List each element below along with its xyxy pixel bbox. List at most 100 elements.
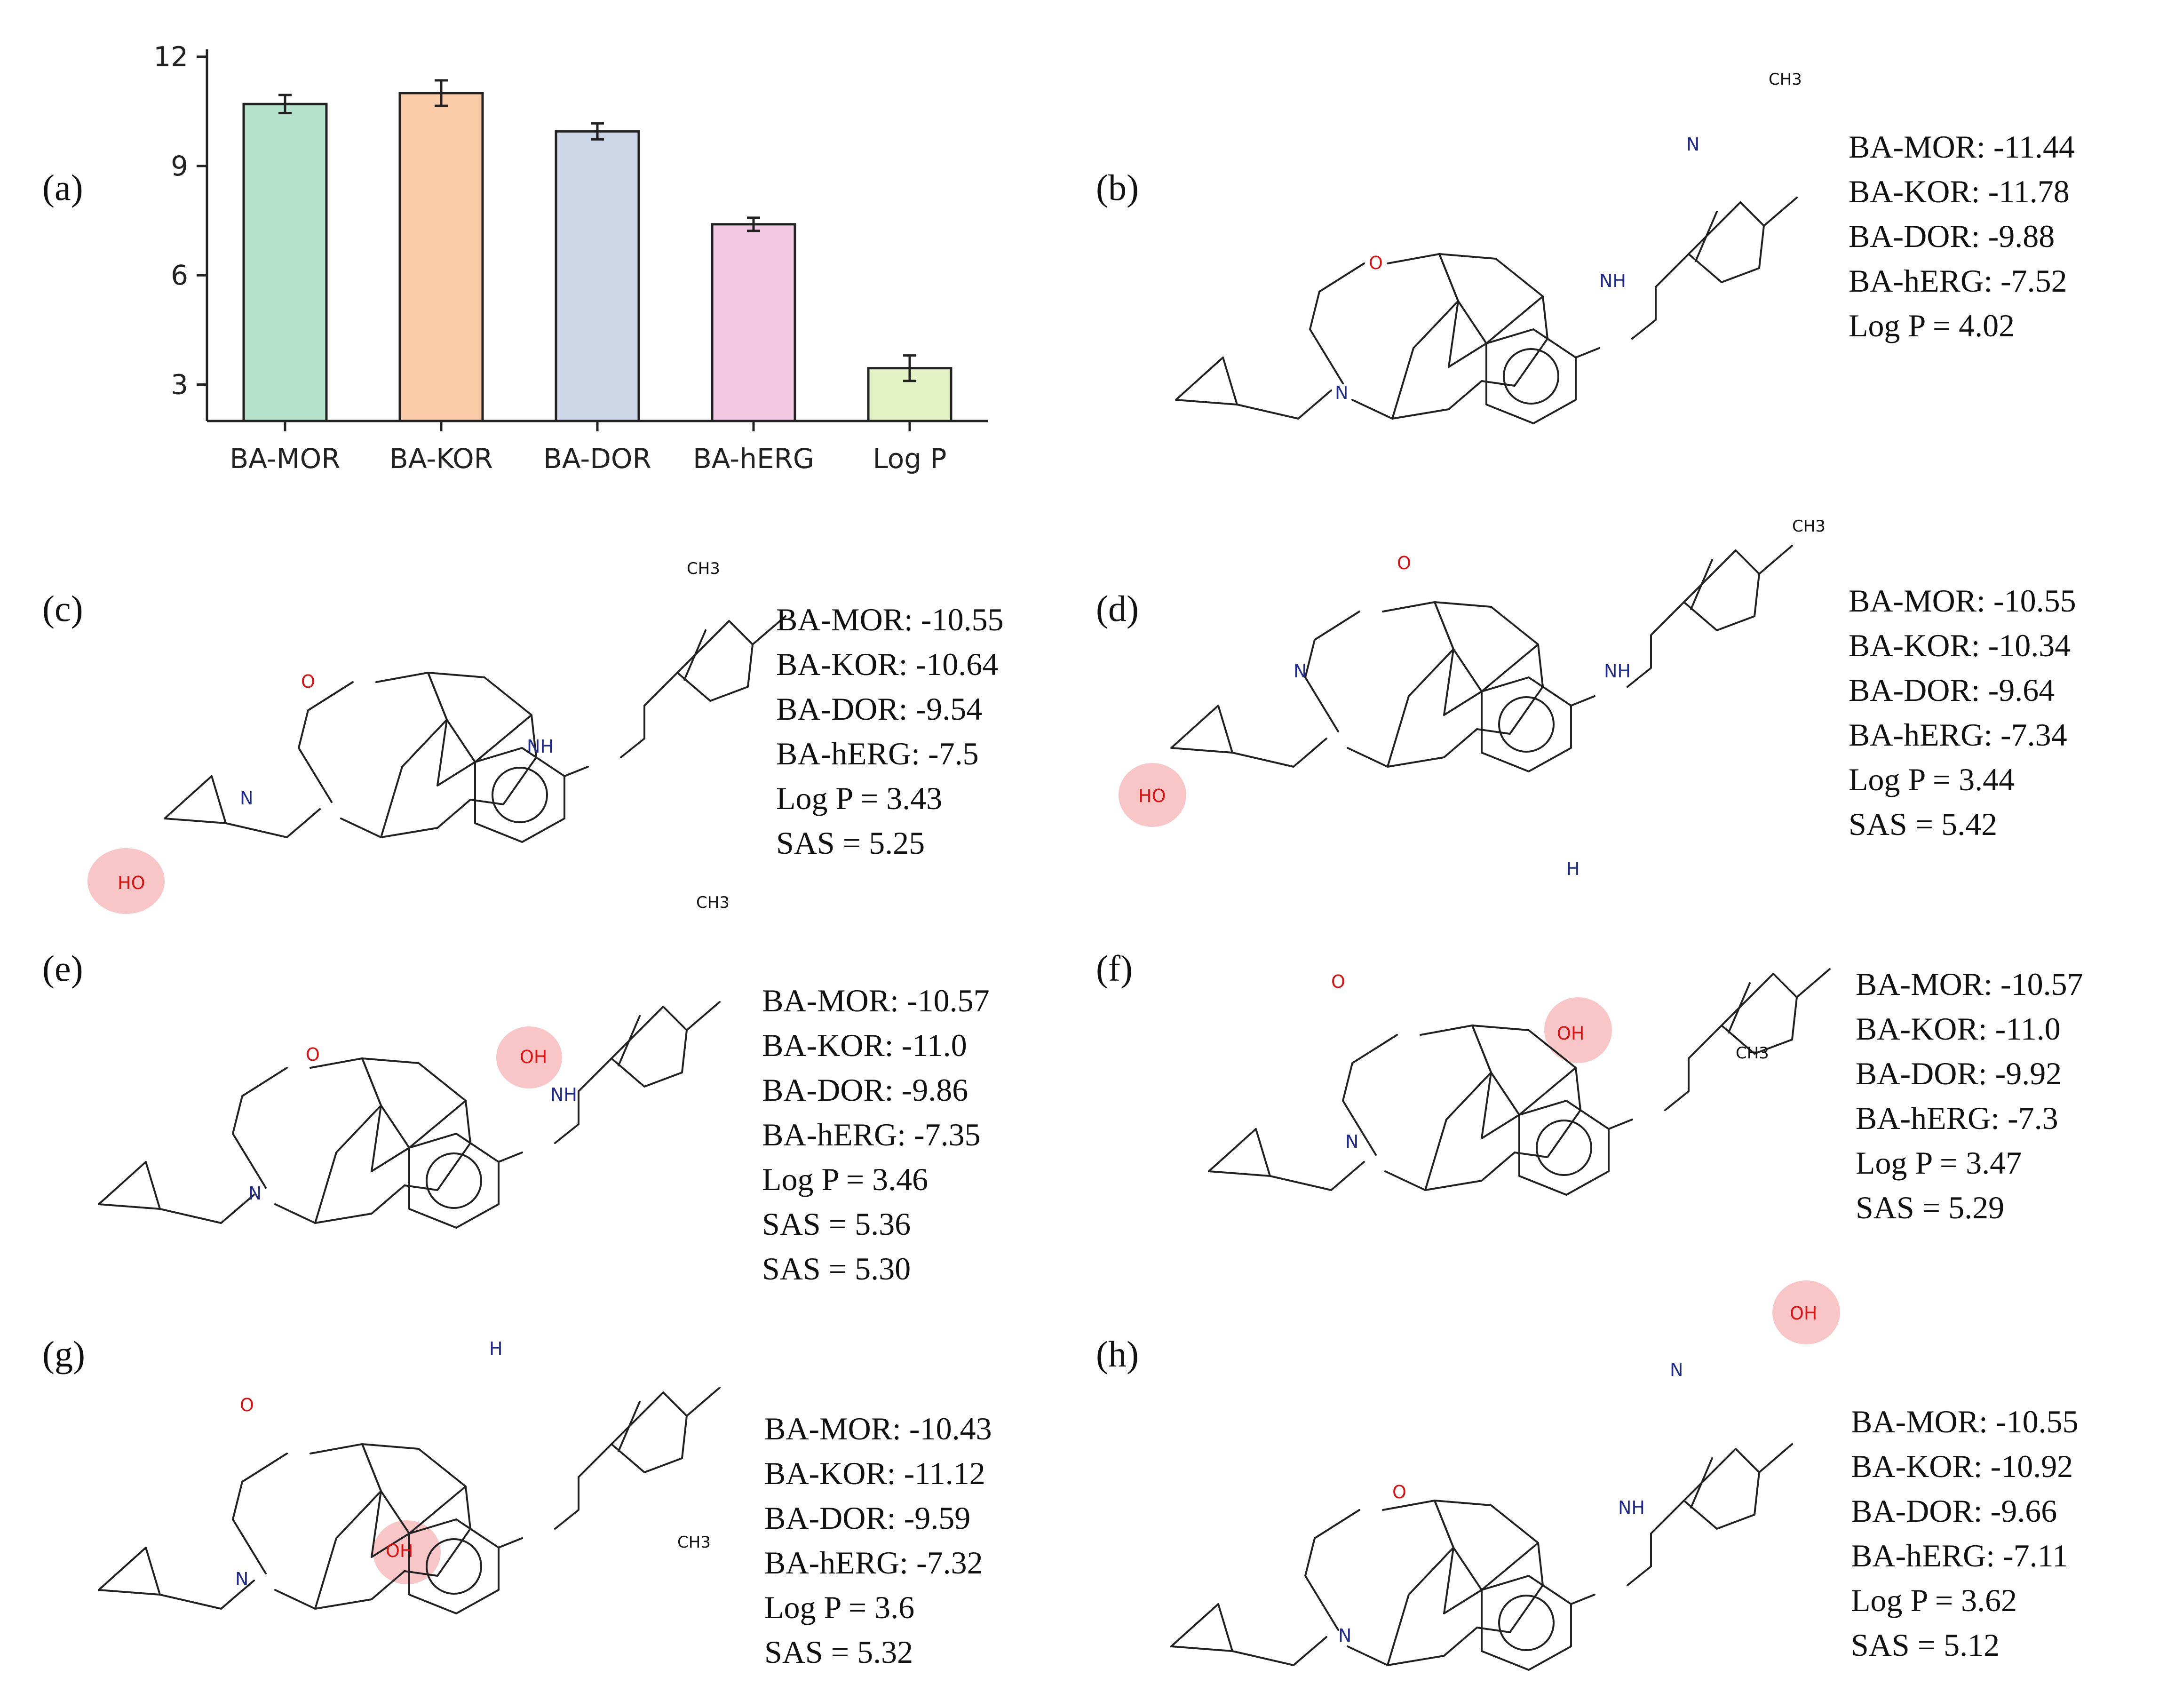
property-line: BA-DOR: -9.66	[1851, 1493, 2057, 1529]
atom-n: N	[235, 1569, 248, 1589]
property-line: Log P = 3.46	[762, 1161, 928, 1197]
property-line: BA-DOR: -9.86	[762, 1072, 968, 1108]
y-tick-label: 12	[153, 40, 188, 72]
x-tick-label: BA-DOR	[543, 443, 651, 475]
highlight-hydroxyl-g	[373, 1520, 441, 1584]
atom-ho: HO	[1138, 786, 1166, 806]
property-line: Log P = 3.6	[764, 1589, 914, 1625]
panel-label-e: (e)	[42, 948, 83, 989]
x-tick-label: BA-KOR	[389, 443, 493, 475]
y-tick-label: 3	[171, 369, 188, 401]
atom-oh: OH	[1790, 1303, 1817, 1324]
atom-o: O	[1392, 1482, 1406, 1502]
property-line: BA-MOR: -10.57	[762, 983, 990, 1018]
x-tick-label: BA-MOR	[230, 443, 340, 475]
error-bar	[278, 94, 292, 115]
atom-ch3: CH3	[696, 893, 730, 912]
property-line: SAS = 5.32	[764, 1634, 913, 1670]
property-line: SAS = 5.42	[1849, 806, 1997, 842]
atom-o: O	[240, 1395, 254, 1415]
property-line: SAS = 5.29	[1856, 1190, 2004, 1225]
panel-label-f: (f)	[1096, 948, 1133, 989]
atom-n-ring: N	[1686, 134, 1699, 155]
highlight-hydroxyl-f	[1544, 997, 1612, 1063]
atom-oh: OH	[520, 1047, 547, 1067]
property-line: BA-hERG: -7.11	[1851, 1538, 2068, 1573]
atom-nh: NH	[527, 736, 554, 757]
bar-ba-herg	[711, 223, 796, 422]
atom-n: N	[1294, 661, 1307, 682]
property-line: BA-MOR: -10.57	[1856, 966, 2083, 1002]
property-line: Log P = 4.02	[1849, 308, 2015, 343]
property-line: BA-MOR: -10.55	[776, 602, 1004, 637]
atom-ch3: CH3	[1792, 517, 1826, 536]
atom-o: O	[301, 671, 315, 692]
atom-o: O	[1397, 553, 1411, 573]
x-tick-label: Log P	[873, 443, 946, 475]
panel-label-d: (d)	[1096, 588, 1139, 629]
property-line: BA-hERG: -7.3	[1856, 1100, 2058, 1136]
property-line: BA-KOR: -11.12	[764, 1455, 985, 1491]
panel-label-h: (h)	[1096, 1334, 1139, 1374]
atom-h: H	[1566, 858, 1580, 879]
atom-n-ring: N	[1670, 1359, 1683, 1380]
atom-n: N	[240, 788, 253, 809]
property-line: BA-MOR: -10.55	[1849, 583, 2076, 619]
y-tick-label: 6	[171, 259, 188, 291]
molecule-c: O N NH HO CH3	[118, 559, 786, 893]
atom-nh: NH	[550, 1084, 577, 1105]
molecule-h: O N NH N OH	[1170, 1303, 1817, 1671]
molecule-d: O N NH HO CH3	[1138, 517, 1826, 806]
property-line: BA-hERG: -7.5	[776, 736, 979, 771]
property-line: Log P = 3.44	[1849, 762, 2015, 797]
property-line: BA-MOR: -10.55	[1851, 1404, 2079, 1439]
property-line: SAS = 5.36	[762, 1206, 911, 1242]
property-line: BA-hERG: -7.32	[764, 1545, 983, 1581]
property-line: BA-DOR: -9.92	[1856, 1056, 2062, 1091]
atom-o: O	[1369, 253, 1383, 273]
property-line: BA-KOR: -10.34	[1849, 628, 2071, 663]
atom-ch3: CH3	[1769, 70, 1802, 89]
atom-o: O	[306, 1044, 320, 1065]
property-line: Log P = 3.43	[776, 780, 942, 816]
x-tick-label: BA-hERG	[693, 443, 814, 475]
atom-nh: NH	[1604, 661, 1631, 682]
molecule-f: O N H OH CH3	[1208, 858, 1831, 1196]
property-line: BA-DOR: -9.64	[1849, 672, 2055, 708]
error-bar	[747, 216, 760, 232]
atom-n: N	[248, 1183, 262, 1204]
atom-nh: NH	[1599, 270, 1626, 291]
atom-o: O	[1331, 971, 1345, 992]
panel-label-g: (g)	[42, 1334, 85, 1374]
molecule-b: O N NH N CH3	[1175, 70, 1802, 424]
property-line: BA-MOR: -11.44	[1849, 129, 2075, 165]
atom-ch3: CH3	[1736, 1044, 1769, 1063]
atom-oh: OH	[1557, 1023, 1584, 1044]
property-line: BA-DOR: -9.88	[1849, 218, 2055, 254]
panel-label-b: (b)	[1096, 167, 1139, 208]
atom-ho: HO	[118, 873, 145, 893]
property-line: BA-hERG: -7.52	[1849, 263, 2067, 299]
molecule-g: O N H OH CH3	[98, 1338, 721, 1614]
property-line: Log P = 3.62	[1851, 1582, 2017, 1618]
property-line: SAS = 5.30	[762, 1251, 911, 1287]
atom-n: N	[1345, 1131, 1358, 1152]
highlight-hydroxyl-d	[1119, 763, 1186, 827]
property-line: BA-hERG: -7.35	[762, 1117, 981, 1152]
bar-ba-mor	[242, 103, 328, 422]
atom-n: N	[1338, 1625, 1351, 1646]
panel-label-c: (c)	[42, 588, 83, 629]
property-line: BA-hERG: -7.34	[1849, 717, 2067, 753]
atom-ch3: CH3	[687, 559, 720, 578]
highlight-hydroxyl-c	[87, 848, 165, 914]
error-bar	[903, 354, 916, 382]
atom-n: N	[1335, 382, 1348, 403]
atom-nh: NH	[1618, 1497, 1645, 1518]
